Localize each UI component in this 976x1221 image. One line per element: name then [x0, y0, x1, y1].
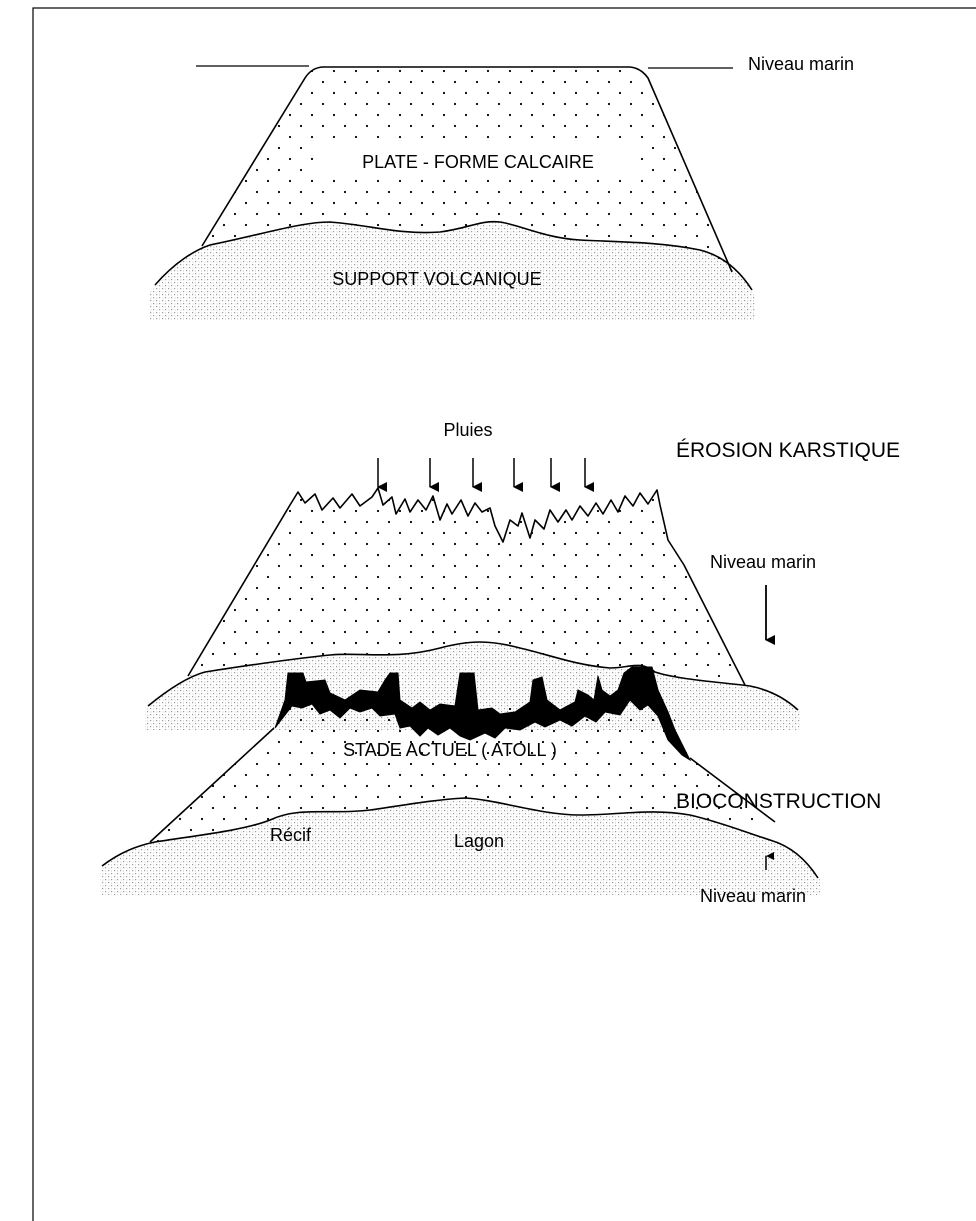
- stage-1-sea-level-label: Niveau marin: [748, 54, 854, 74]
- rain-label: Pluies: [443, 420, 492, 440]
- stage-1-base-label: SUPPORT VOLCANIQUE: [332, 269, 541, 289]
- stage-3-platform-label: STADE ACTUEL ( ATOLL ): [343, 740, 557, 760]
- stage-3-process-title: BIOCONSTRUCTION: [676, 790, 881, 813]
- stage-2-sea-level-label: Niveau marin: [710, 552, 816, 572]
- stage-2-process-title: ÉROSION KARSTIQUE: [676, 439, 900, 462]
- lagoon-label: Lagon: [454, 831, 504, 851]
- stage-1-platform: Niveau marin PLATE - FORME CALCAIRE SUPP…: [150, 54, 854, 320]
- reef-label: Récif: [270, 825, 312, 845]
- stage-1-platform-label: PLATE - FORME CALCAIRE: [362, 152, 594, 172]
- stage-2-karst-erosion: Pluies ÉROSION KARSTIQUE Niveau marin: [145, 420, 900, 730]
- stage-3-sea-level-label: Niveau marin: [700, 886, 806, 906]
